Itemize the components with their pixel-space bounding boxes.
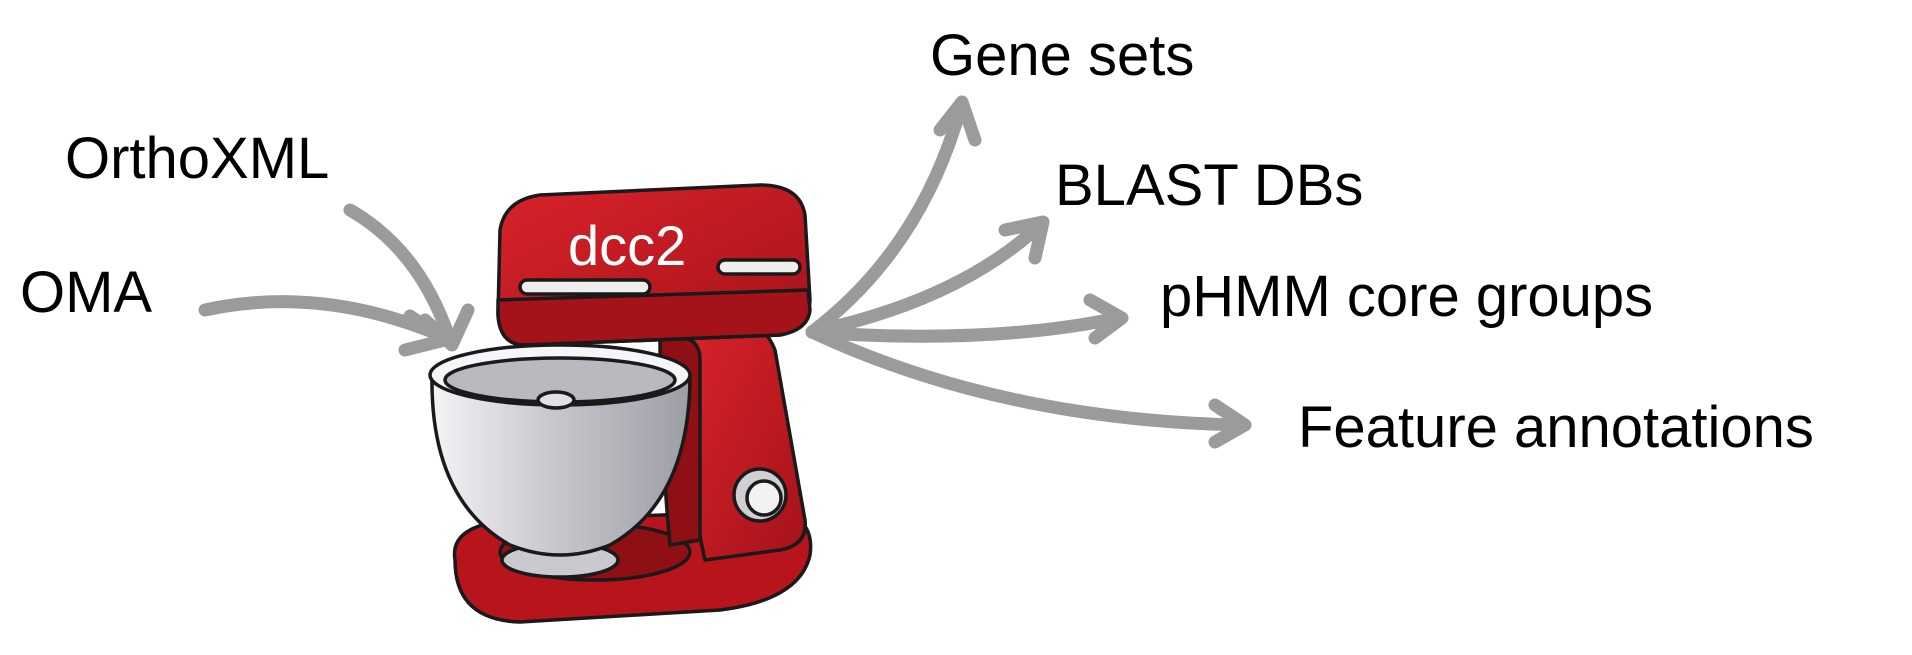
arrow-gene-sets	[805, 103, 967, 339]
output-label-phmm: pHMM core groups	[1160, 264, 1653, 329]
output-label-gene-sets: Gene sets	[930, 23, 1194, 88]
arrow-blast	[805, 218, 1047, 339]
arrow-gene-sets-head	[933, 95, 982, 147]
output-arrows	[805, 95, 1252, 449]
output-label-blast-dbs: BLAST DBs	[1055, 153, 1363, 218]
stand-mixer-icon	[428, 183, 813, 624]
beater-ring	[536, 390, 576, 410]
arrow-orthoxml	[343, 203, 457, 347]
input-label-oma: OMA	[20, 260, 152, 325]
input-label-orthoxml: OrthoXML	[65, 126, 329, 191]
head-stripe-left	[518, 278, 652, 296]
mixer-bowl	[430, 373, 692, 557]
input-arrows	[198, 203, 475, 357]
mixer-column	[685, 312, 808, 562]
head-stripe-right	[716, 258, 802, 276]
arrow-oma-head	[398, 309, 452, 357]
arrow-features-head	[1208, 398, 1252, 449]
arrow-features	[805, 325, 1247, 432]
arrow-phmm-head	[1083, 293, 1129, 345]
speed-knob-inner	[745, 479, 783, 517]
mixer-head-band	[496, 288, 812, 347]
arrow-phmm	[805, 311, 1125, 343]
arrow-blast-head	[998, 215, 1050, 265]
tool-label: dcc2	[568, 214, 686, 277]
output-label-features: Feature annotations	[1298, 395, 1814, 460]
